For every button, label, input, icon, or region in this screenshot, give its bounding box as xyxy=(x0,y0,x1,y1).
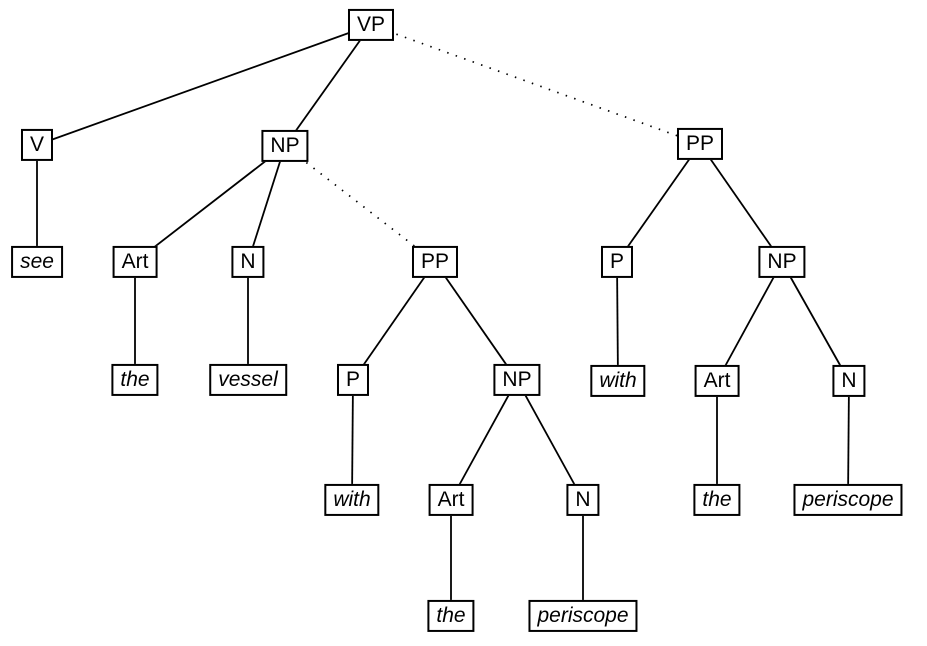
tree-node-the-right: the xyxy=(693,483,741,517)
tree-node-n-right: N xyxy=(832,364,866,398)
tree-edge-pp-mid-np-mid xyxy=(434,261,518,381)
tree-node-np-top: NP xyxy=(261,129,309,163)
tree-edge-vp-np-top xyxy=(284,24,372,147)
tree-edge-np-mid-art-mid xyxy=(450,379,518,501)
tree-node-vp: VP xyxy=(347,8,395,42)
tree-node-art-mid: Art xyxy=(428,483,474,517)
tree-edge-pp-mid-p-mid xyxy=(352,261,436,381)
tree-edge-np-top-pp-mid xyxy=(284,145,436,263)
tree-edge-n-right-periscope-right xyxy=(847,380,850,501)
tree-edge-vp-v xyxy=(36,24,372,146)
tree-node-periscope-mid: periscope xyxy=(528,599,638,633)
tree-node-art-left: Art xyxy=(112,245,158,279)
tree-node-p-mid: P xyxy=(336,363,370,397)
tree-edge-pp-right-p-right xyxy=(616,143,701,263)
tree-node-np-right: NP xyxy=(758,245,806,279)
tree-node-pp-right: PP xyxy=(676,127,724,161)
tree-node-see: see xyxy=(11,245,63,279)
tree-node-the-mid: the xyxy=(427,599,475,633)
tree-node-pp-mid: PP xyxy=(411,245,459,279)
tree-node-n-left: N xyxy=(231,245,265,279)
tree-node-with-right: with xyxy=(590,364,646,398)
tree-node-p-right: P xyxy=(600,245,634,279)
tree-node-np-mid: NP xyxy=(493,363,541,397)
tree-edge-p-right-with-right xyxy=(616,261,619,382)
tree-node-n-mid: N xyxy=(566,483,600,517)
tree-node-periscope-right: periscope xyxy=(793,483,903,517)
tree-edge-p-mid-with-mid xyxy=(351,379,354,501)
tree-edge-np-right-n-right xyxy=(781,261,850,382)
tree-node-art-right: Art xyxy=(694,364,740,398)
tree-node-with-mid: with xyxy=(324,483,380,517)
tree-edge-np-top-n-left xyxy=(247,145,286,263)
tree-node-v: V xyxy=(20,128,54,162)
tree-edge-vp-pp-right xyxy=(370,24,701,145)
tree-node-vessel: vessel xyxy=(209,363,287,397)
tree-edge-np-right-art-right xyxy=(716,261,783,382)
tree-edge-pp-right-np-right xyxy=(699,143,783,263)
tree-edge-np-mid-n-mid xyxy=(516,379,584,501)
tree-edge-np-top-art-left xyxy=(134,145,286,263)
tree-node-the-left: the xyxy=(111,363,159,397)
